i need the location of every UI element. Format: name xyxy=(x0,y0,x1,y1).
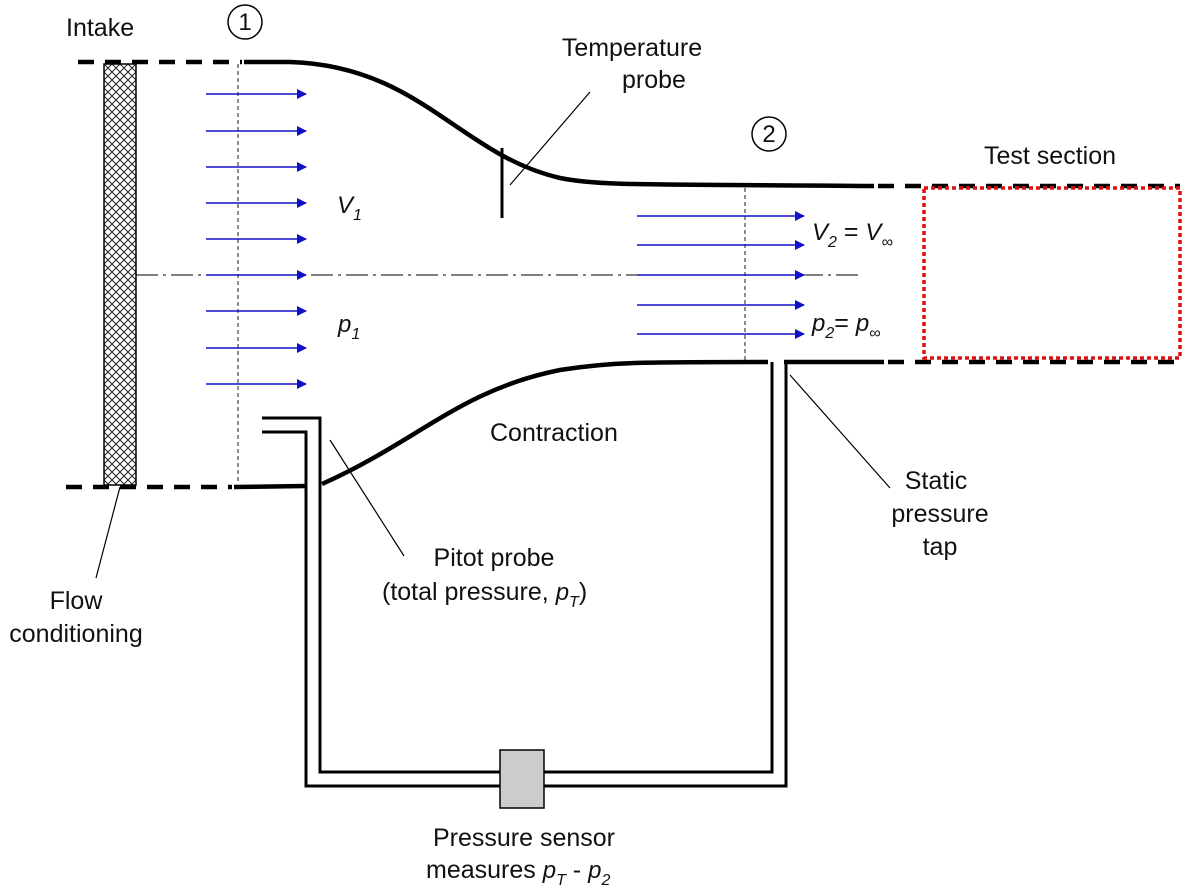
pitot-probe-label-line2: (total pressure, pT) xyxy=(382,578,587,611)
static-tap-leader xyxy=(789,374,891,489)
pitot-probe-leader xyxy=(329,439,405,557)
p-inf-letter: p xyxy=(855,310,869,337)
v2-sub: 2 xyxy=(827,234,837,251)
v-inf-sub: ∞ xyxy=(881,234,892,251)
contraction-top-wall xyxy=(244,59,875,189)
pitot-symbol-p: p xyxy=(555,579,569,606)
pressure-sensor xyxy=(499,749,545,809)
v-inf-letter: V xyxy=(865,219,883,246)
pitot-prefix: (total pressure, xyxy=(382,578,556,606)
p2-equation: p2= p∞ xyxy=(811,309,881,342)
test-section-label: Test section xyxy=(984,142,1116,170)
pressure-sensor-label-line2: measures pT - p2 xyxy=(426,856,610,889)
pitot-symbol-sub: T xyxy=(569,594,580,611)
flow-conditioning-screen xyxy=(103,63,137,486)
pitot-tube-inner xyxy=(262,362,788,788)
sensor-sub-t: T xyxy=(556,872,567,889)
station-1-marker xyxy=(227,4,263,40)
station-1-flow-arrows xyxy=(206,89,307,389)
static-tap-label-line2: pressure xyxy=(891,500,988,528)
temperature-probe-label: Temperature xyxy=(562,34,702,62)
contraction-bottom-wall-left xyxy=(233,483,307,490)
station-2-flow-arrows xyxy=(637,211,805,339)
sensor-sub-2: 2 xyxy=(600,872,610,889)
contraction-bottom-wall xyxy=(321,359,769,487)
v2-equals: = xyxy=(837,218,866,246)
contraction-label: Contraction xyxy=(490,419,618,447)
pressure-sensor-label: Pressure sensor xyxy=(433,824,615,852)
v1-sub: 1 xyxy=(353,207,362,224)
sensor-minus: - xyxy=(566,856,588,884)
station-2-number: 2 xyxy=(762,121,775,148)
p1-symbol: p1 xyxy=(337,311,360,343)
static-tap-label-line3: tap xyxy=(923,533,958,561)
p1-sub: 1 xyxy=(351,326,360,343)
intake-label: Intake xyxy=(66,14,134,42)
sensor-p-2: p xyxy=(587,857,601,884)
flow-conditioning-leader xyxy=(95,486,121,579)
flow-conditioning-label-line2: conditioning xyxy=(9,620,142,648)
v1-letter: V xyxy=(337,192,355,219)
flow-conditioning-label: Flow xyxy=(50,587,104,615)
pitot-suffix: ) xyxy=(579,578,587,606)
sensor-prefix: measures xyxy=(426,856,543,884)
p1-letter: p xyxy=(337,311,351,338)
v1-symbol: V1 xyxy=(337,192,362,224)
pitot-tube-outer xyxy=(262,362,774,774)
p2-equals: = xyxy=(834,309,856,337)
station-1-number: 1 xyxy=(238,9,251,36)
p-inf-sub: ∞ xyxy=(869,325,880,342)
temperature-probe-leader xyxy=(509,91,591,186)
test-section-box xyxy=(922,186,1182,360)
sensor-p-t: p xyxy=(542,857,556,884)
static-tap-label: Static xyxy=(905,467,968,495)
station-2-marker xyxy=(751,116,787,152)
pitot-probe-label: Pitot probe xyxy=(434,544,555,572)
v2-equation: V2 = V∞ xyxy=(812,218,893,251)
p2-letter: p xyxy=(811,310,825,337)
v2-letter: V xyxy=(812,219,830,246)
temperature-probe-label-line2: probe xyxy=(622,66,686,94)
p2-sub: 2 xyxy=(824,325,834,342)
